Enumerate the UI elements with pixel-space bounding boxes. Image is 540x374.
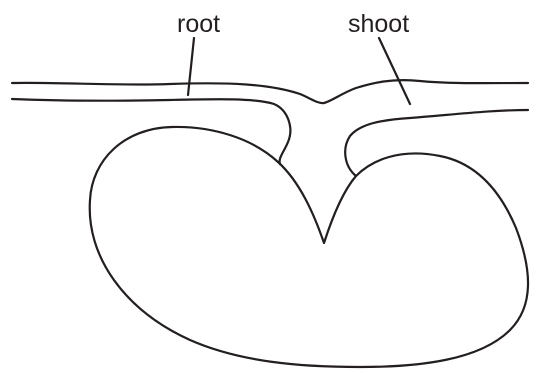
root-label: root <box>177 12 220 37</box>
shoot-label: shoot <box>348 12 409 37</box>
cotyledon-outline <box>90 127 528 367</box>
axis-lower-right-outline <box>345 110 528 176</box>
shoot-leader-line <box>379 38 410 104</box>
axis-lower-left-outline <box>12 99 290 164</box>
root-leader-line <box>188 38 194 95</box>
